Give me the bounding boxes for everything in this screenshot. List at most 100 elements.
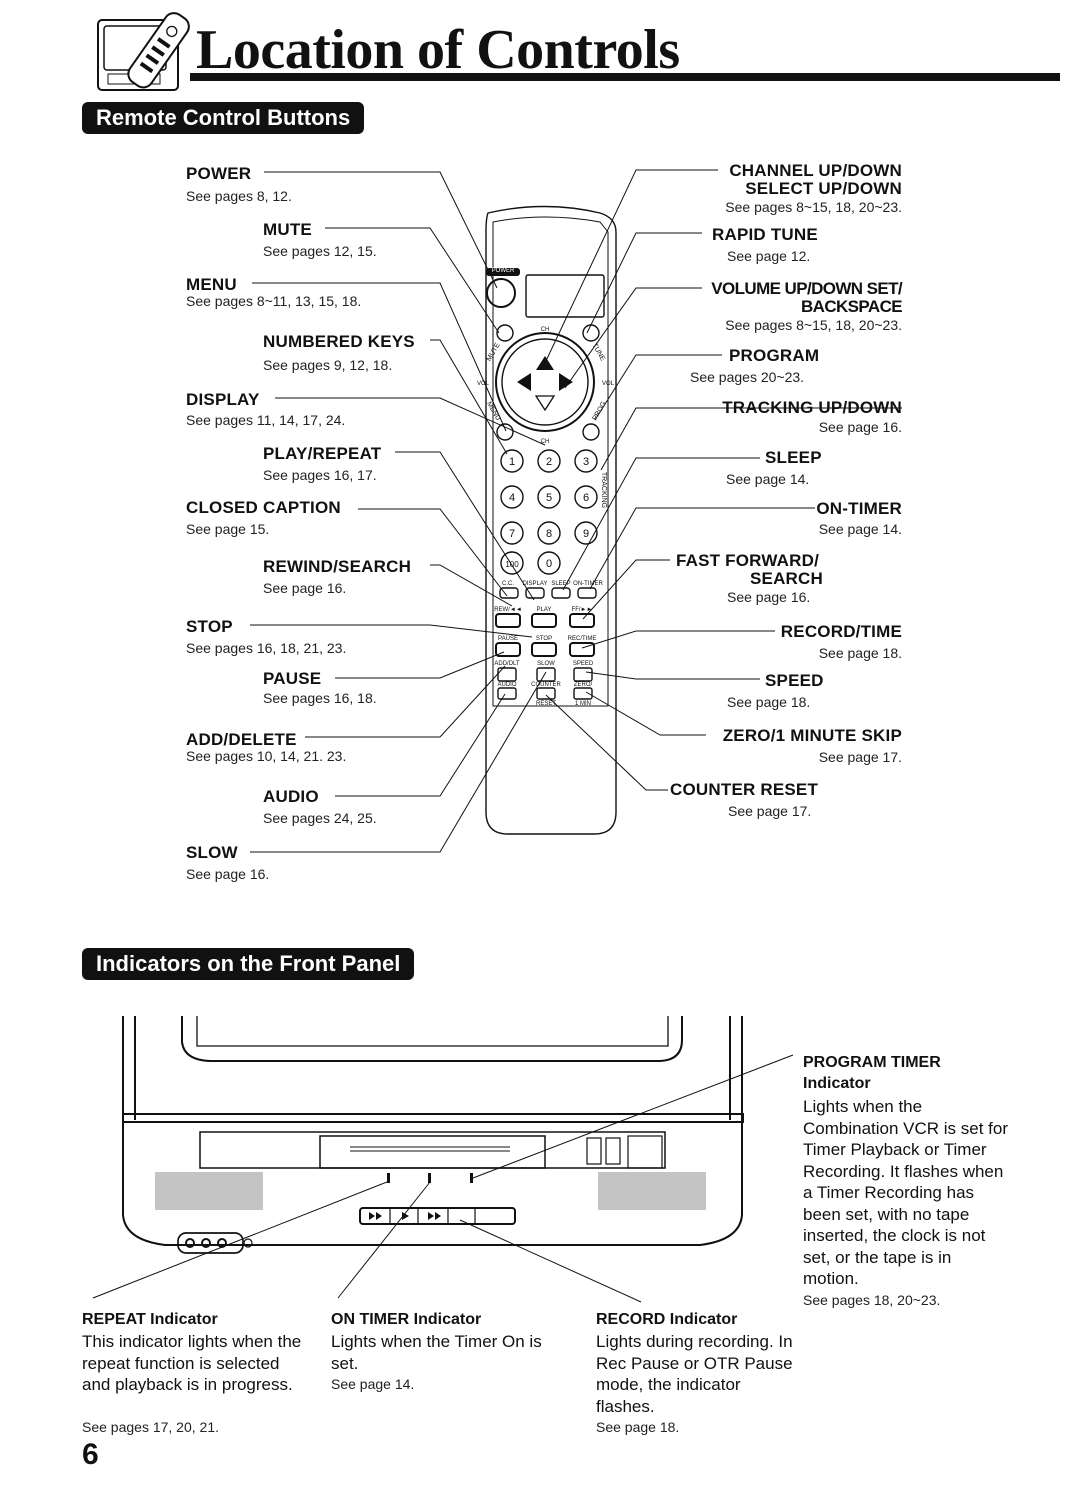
callout-label: SLEEP — [765, 448, 822, 467]
key-label: C.C. — [502, 581, 514, 587]
key-label: POWER — [492, 268, 515, 274]
callout-label: RAPID TUNE — [712, 225, 818, 244]
key-label: ADD/DLT — [494, 661, 520, 667]
indicator-title: PROGRAM TIMER — [803, 1054, 941, 1071]
callout-pages: See page 14. — [818, 521, 902, 537]
callout-label: FAST FORWARD/ — [676, 551, 820, 570]
key-label: AUDIO — [497, 682, 516, 688]
callout-label: SELECT UP/DOWN — [745, 179, 902, 198]
key-label: 4 — [509, 492, 515, 504]
key-label: COUNTER — [531, 682, 561, 688]
callout-pages: See pages 24, 25. — [263, 810, 377, 826]
callout-label: AUDIO — [263, 787, 319, 806]
key-label: REC/TIME — [568, 636, 597, 642]
key-label: PAUSE — [498, 636, 518, 642]
callout-label: SEARCH — [750, 569, 823, 588]
key-label: 1 MIN — [575, 701, 591, 707]
callout-pages: See page 15. — [186, 521, 270, 537]
indicator-desc: Lights when the Combination VCR is set f… — [803, 1097, 1009, 1288]
callout-label: CHANNEL UP/DOWN — [729, 161, 902, 180]
key-label: 0 — [546, 558, 552, 570]
key-label: SPEED — [573, 661, 594, 667]
key-label: 8 — [546, 528, 552, 540]
indicator-desc: Lights during recording. In Rec Pause or… — [596, 1332, 793, 1416]
callout-pages: See page 18. — [727, 694, 811, 710]
callout-label: NUMBERED KEYS — [263, 332, 415, 351]
key-label: 5 — [546, 492, 552, 504]
indicator-pages: See pages 17, 20, 21. — [82, 1419, 219, 1435]
indicator-title: RECORD Indicator — [596, 1311, 738, 1328]
callout-pages: See pages 11, 14, 17, 24. — [186, 412, 346, 428]
callout-pages: See page 17. — [818, 749, 902, 765]
callout-label: ADD/DELETE — [186, 730, 297, 749]
callout-pages: See pages 8~15, 18, 20~23. — [725, 199, 902, 215]
callout-label: PROGRAM — [729, 346, 820, 365]
callout-pages: See pages 8~15, 18, 20~23. — [725, 317, 902, 333]
callout-pages: See page 17. — [728, 803, 812, 819]
key-label: CH — [541, 439, 550, 445]
callout-label: COUNTER RESET — [670, 780, 819, 799]
callout-pages: See pages 9, 12, 18. — [263, 357, 393, 373]
callout-label: MUTE — [263, 220, 312, 239]
indicator-desc: Lights when the Timer On is set. — [331, 1332, 542, 1373]
indicator-pages: See page 18. — [596, 1419, 680, 1435]
key-label: 2 — [546, 456, 552, 468]
callout-label: REWIND/SEARCH — [263, 557, 412, 576]
key-label: ON-TIMER — [573, 581, 603, 587]
indicator-pages: See pages 18, 20~23. — [803, 1292, 941, 1308]
key-label: RESET — [536, 701, 556, 707]
key-label: 6 — [583, 492, 589, 504]
callout-pages: See pages 12, 15. — [263, 243, 377, 259]
callout-pages: See pages 16, 17. — [263, 467, 377, 483]
remote-diagram: 1 2 3 4 5 6 7 8 9 100 0 POWER CH CH VOL … — [250, 169, 902, 853]
callout-pages: See pages 16, 18. — [263, 690, 377, 706]
callout-label: ON-TIMER — [816, 499, 902, 518]
callout-pages: See page 18. — [818, 645, 902, 661]
page-number: 6 — [82, 1438, 99, 1471]
key-label: 3 — [583, 456, 589, 468]
callout-pages: See pages 20~23. — [690, 369, 805, 385]
indicator-subtitle: Indicator — [803, 1075, 871, 1092]
indicator-pages: See page 14. — [331, 1376, 415, 1392]
callout-label: PLAY/REPEAT — [263, 444, 382, 463]
callout-pages: See pages 10, 14, 21. 23. — [186, 748, 347, 764]
key-label: DISPLAY — [523, 581, 548, 587]
callout-pages: See page 16. — [727, 589, 811, 605]
callout-pages: See page 16. — [263, 580, 347, 596]
indicator-title: ON TIMER Indicator — [331, 1311, 482, 1328]
key-label: 100 — [505, 560, 519, 569]
key-label: REW/◄◄ — [494, 607, 522, 613]
key-label: TRACKING — [600, 472, 607, 508]
callout-pages: See page 16. — [186, 866, 270, 882]
callout-label: POWER — [186, 164, 252, 183]
key-label: 7 — [509, 528, 515, 540]
key-label: SLEEP — [551, 581, 570, 587]
section-banner-remote: Remote Control Buttons — [82, 102, 365, 134]
key-label: PLAY — [537, 607, 552, 613]
key-label: VOL — [477, 381, 490, 387]
key-label: VOL — [602, 381, 615, 387]
key-label: 1 — [509, 456, 515, 468]
page-title: Location of Controls — [196, 19, 680, 81]
callout-pages: See page 12. — [727, 248, 811, 264]
callout-pages: See page 16. — [818, 419, 902, 435]
key-label: STOP — [536, 636, 552, 642]
callout-pages: See page 14. — [726, 471, 810, 487]
tv-remote-logo-icon — [97, 12, 190, 91]
callout-label: MENU — [186, 275, 237, 294]
callout-label: STOP — [186, 617, 233, 636]
callout-pages: See pages 16, 18, 21, 23. — [186, 640, 347, 656]
callout-label: CLOSED CAPTION — [186, 498, 341, 517]
key-label: CH — [541, 327, 550, 333]
key-label: 9 — [583, 528, 589, 540]
key-label: FF/►► — [572, 607, 593, 613]
key-label: SLOW — [537, 661, 555, 667]
callout-pages: See pages 8~11, 13, 15, 18. — [186, 293, 362, 309]
callout-label: RECORD/TIME — [780, 622, 902, 641]
callout-label: BACKSPACE — [800, 297, 903, 316]
callout-label: DISPLAY — [186, 390, 260, 409]
callout-label: SLOW — [186, 843, 238, 862]
callout-label: SPEED — [765, 671, 824, 690]
title-rule — [190, 73, 1060, 81]
